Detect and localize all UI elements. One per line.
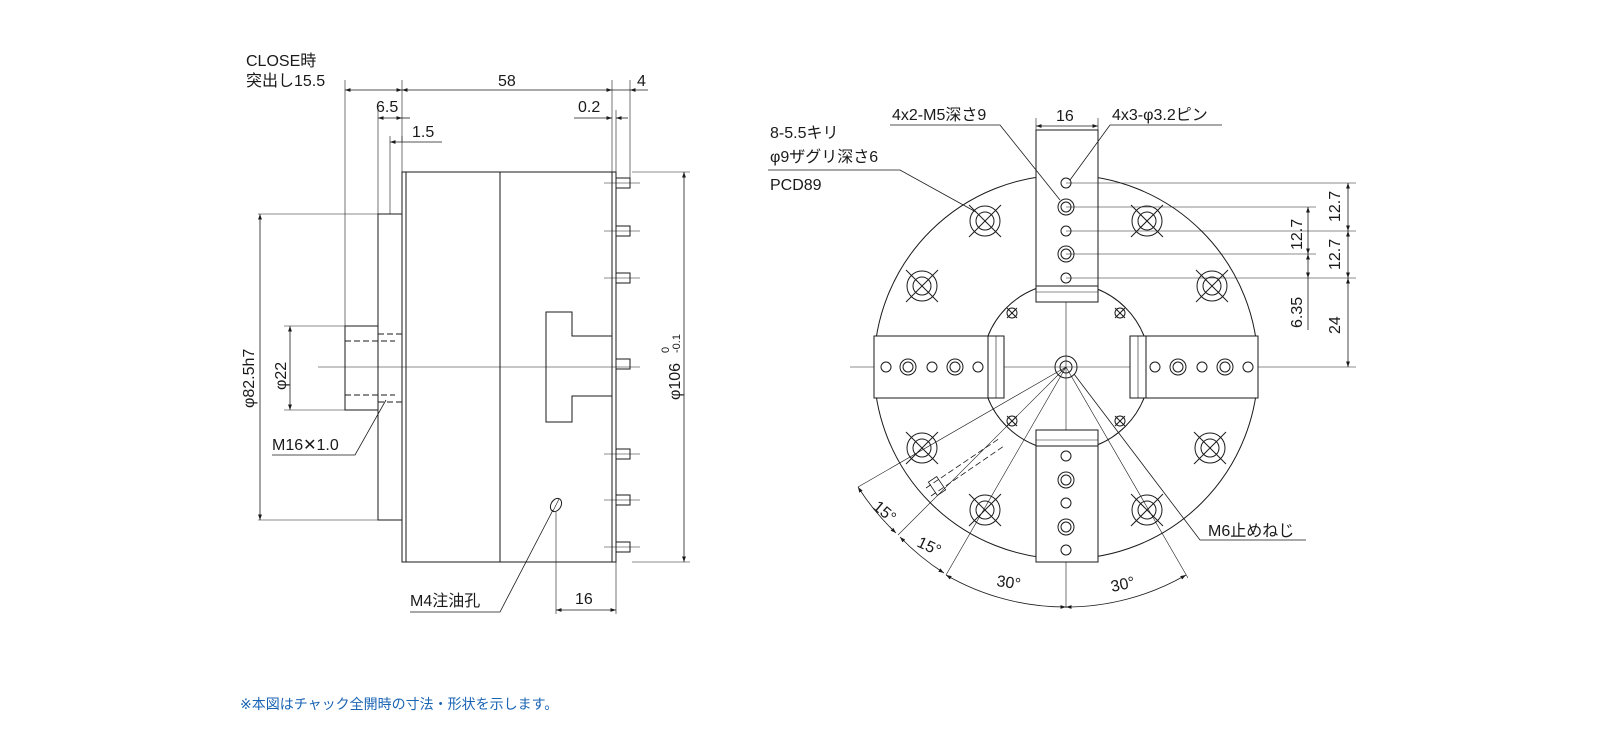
side-view <box>258 80 690 614</box>
dim-1-5-label: 1.5 <box>412 124 434 141</box>
tap-label: 4x2-M5深さ9 <box>892 106 986 124</box>
side-view-labels: CLOSE時 突出し15.5 58 4 6.5 0.2 1.5 φ82.5h7 … <box>241 52 684 610</box>
pin-label: 4x3-φ3.2ピン <box>1112 107 1208 124</box>
leader-setscrew <box>1073 373 1306 541</box>
oil-hole-label: M4注油孔 <box>410 592 480 610</box>
angle-30-b-label: 30° <box>1109 574 1136 596</box>
thread-label: M16✕1.0 <box>272 437 339 454</box>
jaw-left-holes <box>880 358 984 376</box>
dim-6-35-label: 6.35 <box>1289 297 1306 328</box>
center-setscrew <box>1054 355 1078 379</box>
jaw-bottom-holes <box>1057 450 1075 556</box>
angle-15-b-label: 15° <box>914 534 943 560</box>
bolt-label-line1: 8-5.5キリ <box>770 125 838 142</box>
bolt-hole-se <box>1130 493 1164 527</box>
dia-82-5-label: φ82.5h7 <box>241 349 258 408</box>
bolt-hole-ne <box>1130 204 1164 238</box>
dia-106-label: φ106 <box>667 363 684 400</box>
jaw-top <box>1035 129 1099 303</box>
bolt-hole-wnw <box>905 269 939 303</box>
dim-0-2-label: 0.2 <box>578 99 600 116</box>
tol-lower-label: -0.1 <box>671 334 683 353</box>
arc-30-b <box>1065 574 1187 609</box>
bolt-hole-sw <box>968 493 1002 527</box>
dim-12-7-inner-a-label: 12.7 <box>1289 219 1306 250</box>
setscrew-label: M6止めねじ <box>1208 522 1294 540</box>
dim-6-5-label: 6.5 <box>376 99 398 116</box>
leader-bolt <box>768 169 977 213</box>
jaw-left <box>873 335 1005 399</box>
bolt-hole-ene <box>1195 269 1229 303</box>
arc-15-b <box>899 536 945 574</box>
jaw-right-holes <box>1149 358 1254 376</box>
leader-thread <box>272 399 387 456</box>
dia-22-label: φ22 <box>273 362 290 390</box>
leader-pin <box>1069 124 1222 181</box>
pins-top <box>604 177 640 553</box>
front-view-labels: 4x2-M5深さ9 16 4x3-φ3.2ピン 8-5.5キリ φ9ザグリ深さ6… <box>770 106 1344 596</box>
footer-note: ※本図はチャック全開時の寸法・形状を示します。 <box>240 697 559 713</box>
dim-24-label: 24 <box>1327 316 1344 334</box>
arc-30-a <box>945 574 1067 609</box>
jaw-bottom <box>1035 429 1099 563</box>
leader-tap <box>890 124 1061 201</box>
tol-upper-label: 0 <box>660 347 672 353</box>
bolt-label-line2: φ9ザグリ深さ6 <box>770 148 878 166</box>
dim-12-7-outer-label: 12.7 <box>1327 191 1344 222</box>
close-label-line1: CLOSE時 <box>246 52 316 70</box>
dim-4-label: 4 <box>637 73 646 90</box>
dim-12-7-inner-b-label: 12.7 <box>1327 239 1344 270</box>
bolt-hole-wsw <box>905 431 939 465</box>
angle-15-a-label: 15° <box>869 498 898 527</box>
leader-oil-hole <box>410 509 554 613</box>
close-label-line2: 突出し15.5 <box>246 72 325 90</box>
dim-16-side-label: 16 <box>575 591 593 608</box>
front-view <box>768 118 1356 609</box>
bolt-hole-ese <box>1193 431 1227 465</box>
dim-58-label: 58 <box>498 73 516 90</box>
bolt-hole-nw <box>968 204 1002 238</box>
boss <box>344 325 379 411</box>
arc-15-a <box>857 486 897 534</box>
dim-16-top-label: 16 <box>1056 108 1074 125</box>
jaw-right <box>1129 335 1259 399</box>
pcd-label: PCD89 <box>770 177 822 194</box>
angle-30-a-label: 30° <box>995 573 1021 593</box>
